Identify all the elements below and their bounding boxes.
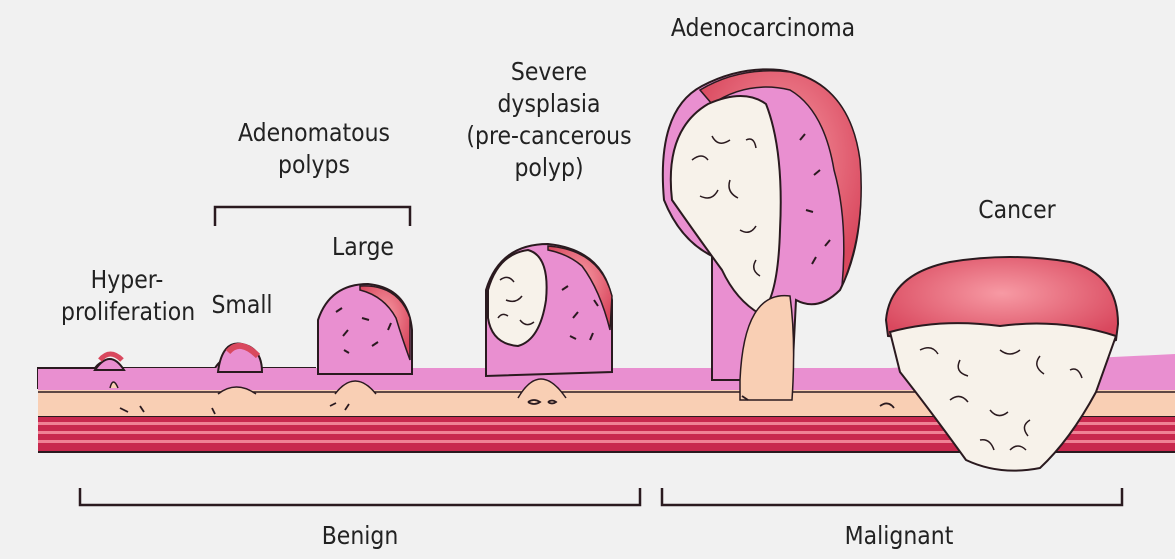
label-malignant: Malignant: [833, 520, 965, 552]
label-malignant-text: Malignant: [833, 520, 965, 552]
label-large-text: Large: [323, 231, 402, 263]
label-benign-text: Benign: [307, 520, 413, 552]
label-adenocarcinoma-text: Adenocarcinoma: [660, 12, 866, 44]
label-hyperproliferation: Hyper- proliferation: [61, 264, 193, 328]
label-severe-line4: polyp): [465, 152, 632, 184]
label-hyper-line1: Hyper-: [61, 264, 193, 296]
label-adenomatous: Adenomatous polyps: [235, 117, 393, 181]
label-severe-line2: dysplasia: [465, 88, 632, 120]
label-benign: Benign: [307, 520, 413, 552]
label-large: Large: [323, 231, 402, 263]
label-adenocarcinoma: Adenocarcinoma: [660, 12, 866, 44]
label-adenomatous-line2: polyps: [235, 149, 393, 181]
label-small: Small: [202, 289, 283, 321]
label-small-text: Small: [202, 289, 283, 321]
label-severe-line1: Severe: [465, 56, 632, 88]
benign-bracket: [80, 488, 640, 505]
label-severe-line3: (pre-cancerous: [465, 120, 632, 152]
label-severe-dysplasia: Severe dysplasia (pre-cancerous polyp): [465, 56, 632, 184]
label-cancer: Cancer: [969, 194, 1066, 226]
malignant-bracket: [662, 488, 1122, 505]
adenomatous-bracket: [215, 207, 410, 226]
adenocarcinoma-polyp: [663, 69, 861, 400]
label-cancer-text: Cancer: [969, 194, 1066, 226]
label-adenomatous-line1: Adenomatous: [235, 117, 393, 149]
label-hyper-line2: proliferation: [61, 296, 193, 328]
